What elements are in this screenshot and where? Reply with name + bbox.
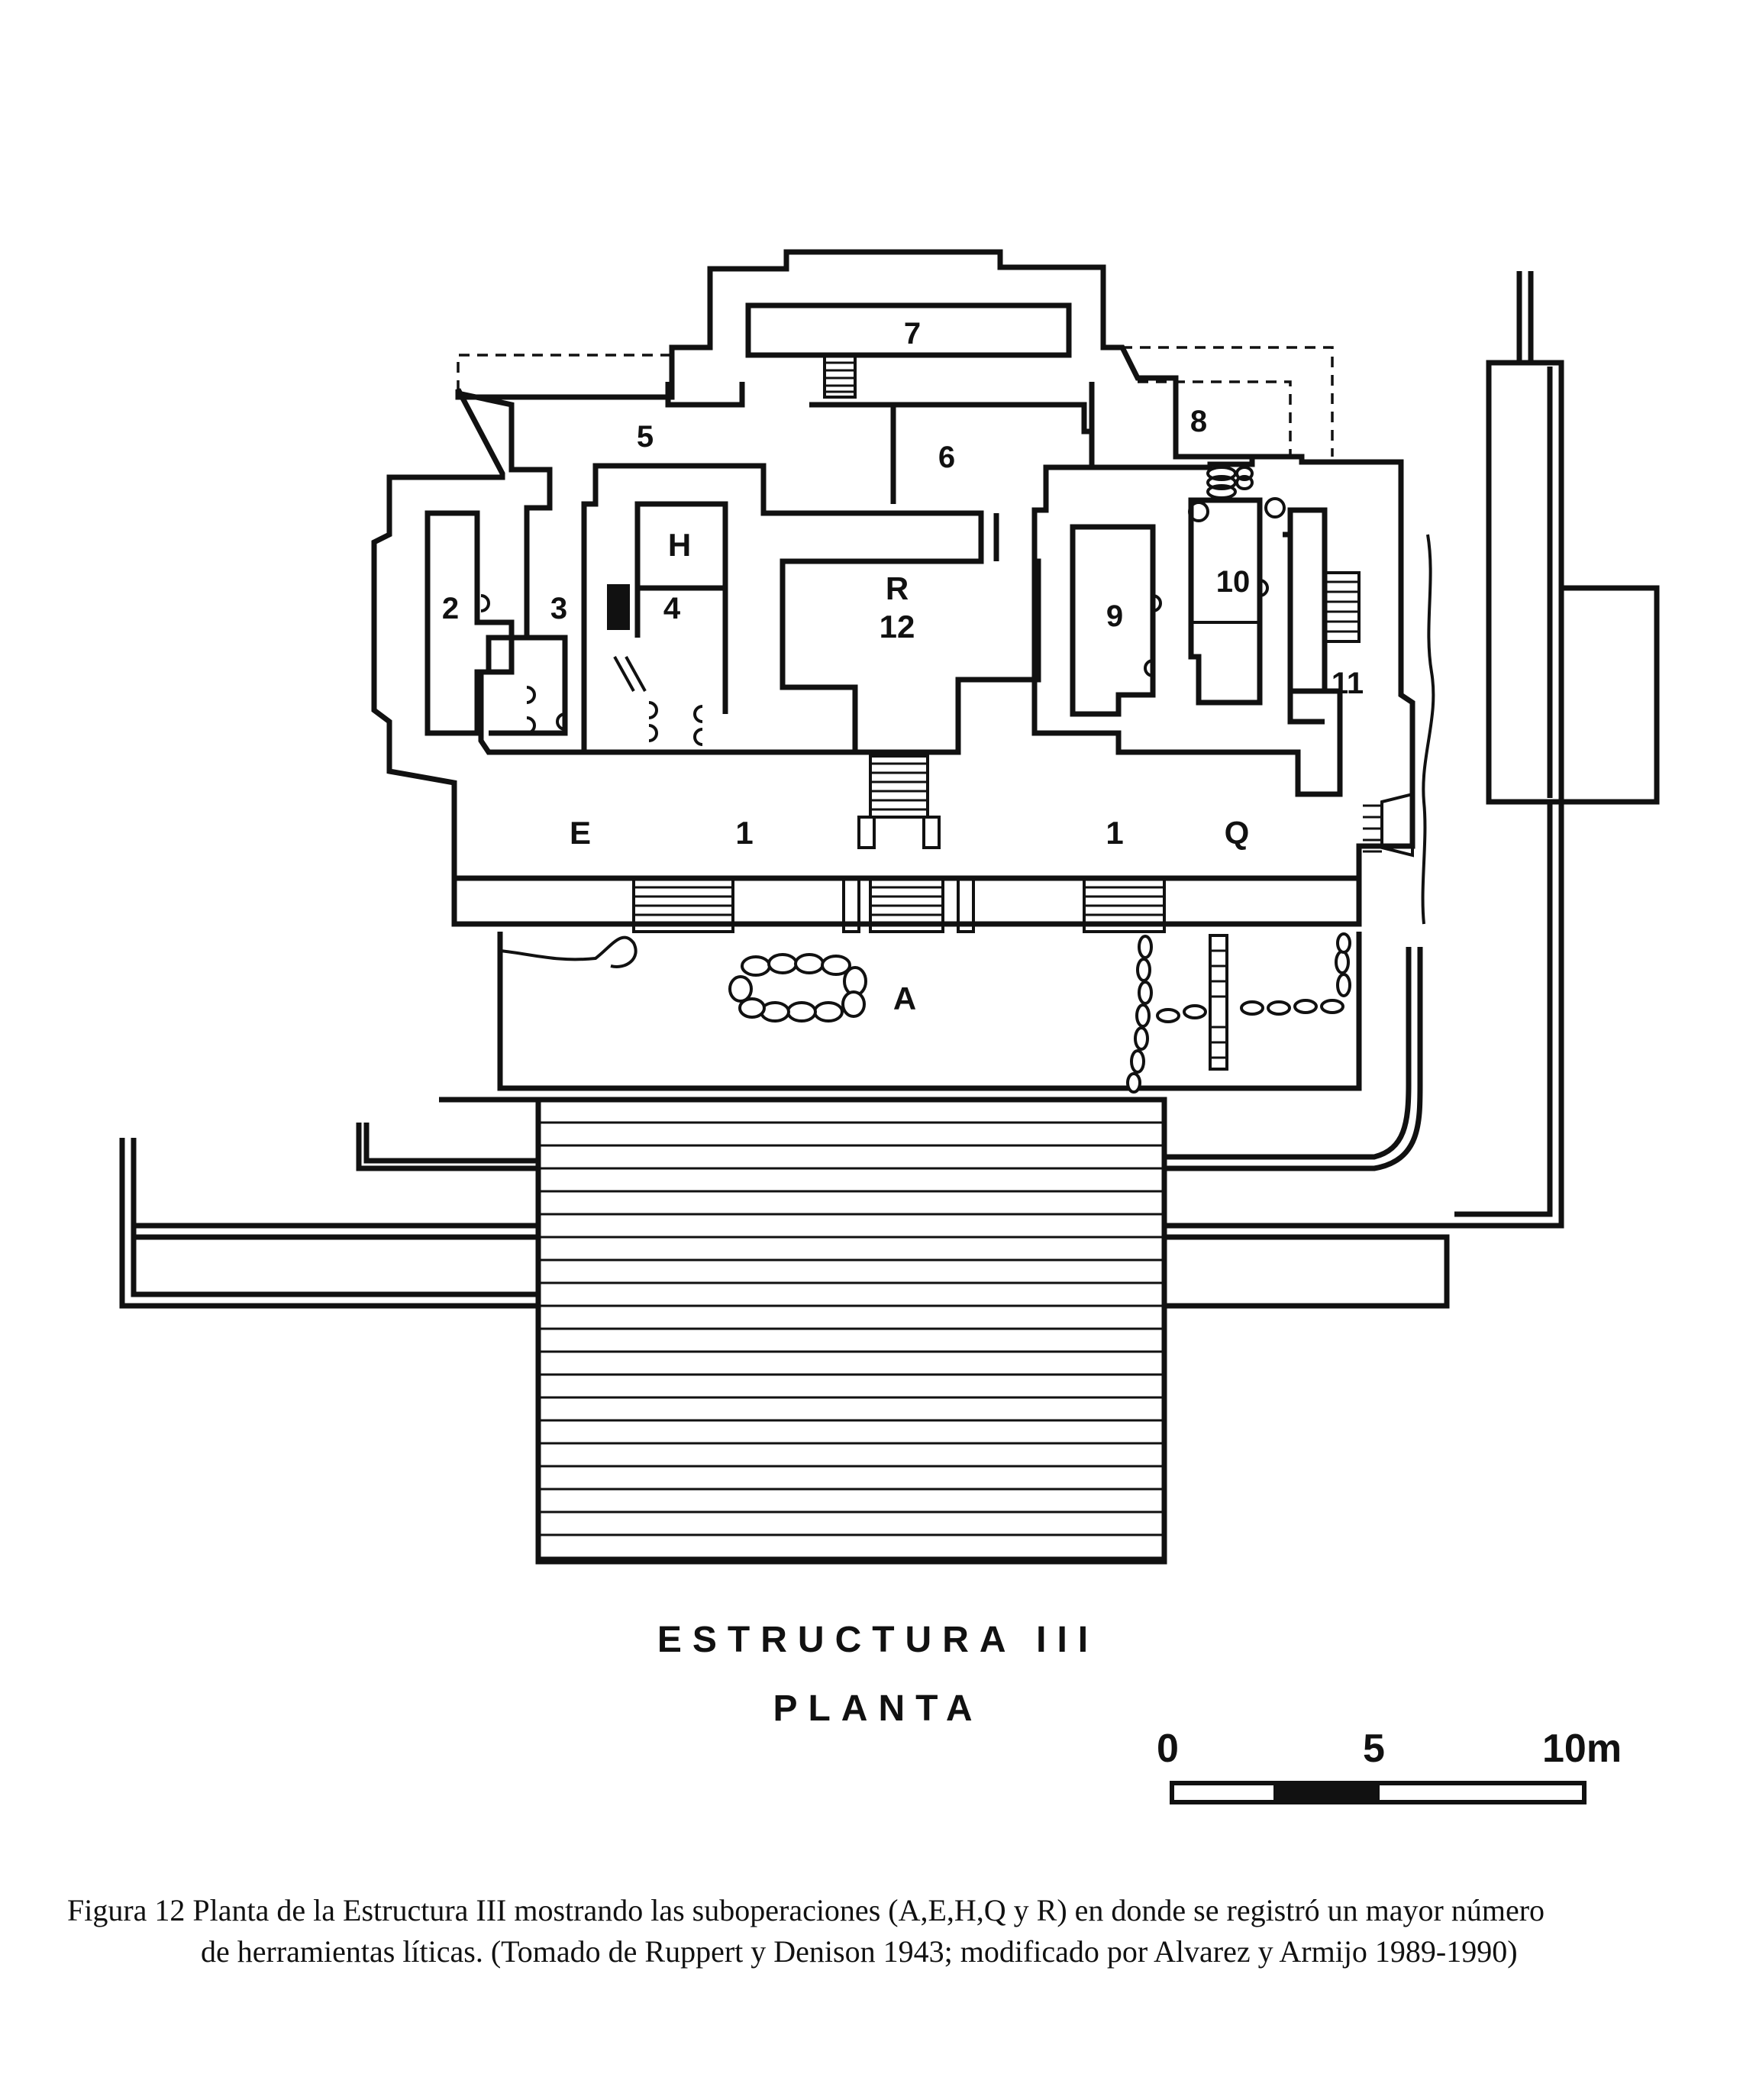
label-room-12: 12 xyxy=(880,609,915,645)
floor-plan: 7 5 6 8 H 2 3 4 R 12 9 10 11 E 1 1 Q A xyxy=(119,249,1660,1804)
stairs-front xyxy=(632,877,1166,933)
right-long-wall xyxy=(1443,802,1564,1229)
label-room-10: 10 xyxy=(1216,565,1251,599)
label-room-11: 11 xyxy=(1332,667,1364,700)
scale-label-10m: 10m xyxy=(1542,1727,1622,1771)
main-stairway-treads xyxy=(538,1121,1164,1559)
room-11-stairs-frame xyxy=(1323,571,1361,643)
stairs-central xyxy=(857,754,941,849)
front-platform xyxy=(451,875,1362,927)
round-stair-feature xyxy=(1363,792,1414,858)
room-10 xyxy=(1188,497,1263,706)
figure-caption: Figura 12 Planta de la Estructura III mo… xyxy=(67,1890,1709,1972)
label-room-4: 4 xyxy=(663,592,681,625)
scale-label-5: 5 xyxy=(1363,1727,1385,1771)
outer-wall xyxy=(371,249,1415,927)
dashed-outline-left xyxy=(457,354,672,399)
label-room-h: H xyxy=(668,527,691,563)
inner-wall xyxy=(457,382,1095,755)
room-4 xyxy=(634,585,728,714)
label-room-2: 2 xyxy=(442,592,459,625)
label-room-r: R xyxy=(886,570,909,606)
diagram-title: ESTRUCTURA III xyxy=(657,1620,1099,1660)
label-room-6: 6 xyxy=(938,441,955,474)
dashed-outline-right xyxy=(1103,346,1334,457)
room-2 xyxy=(424,510,515,736)
room-8 xyxy=(1031,382,1343,797)
main-stairway xyxy=(535,1097,1167,1565)
label-plaza-a: A xyxy=(893,981,916,1016)
terrace-left xyxy=(119,1097,538,1309)
room-7 xyxy=(745,302,1072,358)
label-room-e: E xyxy=(570,815,591,851)
stairs-room7 xyxy=(823,354,857,399)
stairs-room11 xyxy=(1325,580,1359,633)
right-structure xyxy=(1486,271,1660,805)
terrace-right xyxy=(1164,947,1450,1309)
label-room-3: 3 xyxy=(550,592,567,625)
scale-bar xyxy=(1170,1781,1587,1804)
plaza-a xyxy=(497,932,1362,1091)
room-3 xyxy=(489,508,568,736)
label-room-1-left: 1 xyxy=(735,815,753,851)
stone-alignments xyxy=(1126,932,1351,1094)
door-block xyxy=(607,584,630,630)
scale-label-0: 0 xyxy=(1157,1727,1179,1771)
caption-line-1: Figura 12 Planta de la Estructura III mo… xyxy=(67,1893,1545,1927)
irregular-edge-right xyxy=(1421,534,1435,925)
label-room-7: 7 xyxy=(904,317,921,351)
label-room-8: 8 xyxy=(1190,405,1207,438)
plaza-edge-irregular xyxy=(499,935,638,968)
stone-feature-a xyxy=(728,953,867,1023)
coil-marks xyxy=(1206,466,1254,499)
room-11 xyxy=(1287,510,1328,725)
label-room-q: Q xyxy=(1225,815,1250,851)
label-room-9: 9 xyxy=(1106,599,1123,633)
column-marks xyxy=(480,497,1286,746)
label-room-5: 5 xyxy=(637,420,654,454)
room-r12 xyxy=(780,405,1095,755)
room-9 xyxy=(1070,524,1156,717)
label-room-1-right: 1 xyxy=(1106,815,1123,851)
diagram-subtitle: PLANTA xyxy=(773,1688,983,1729)
caption-line-2: de herramientas líticas. (Tomado de Rupp… xyxy=(201,1934,1518,1969)
